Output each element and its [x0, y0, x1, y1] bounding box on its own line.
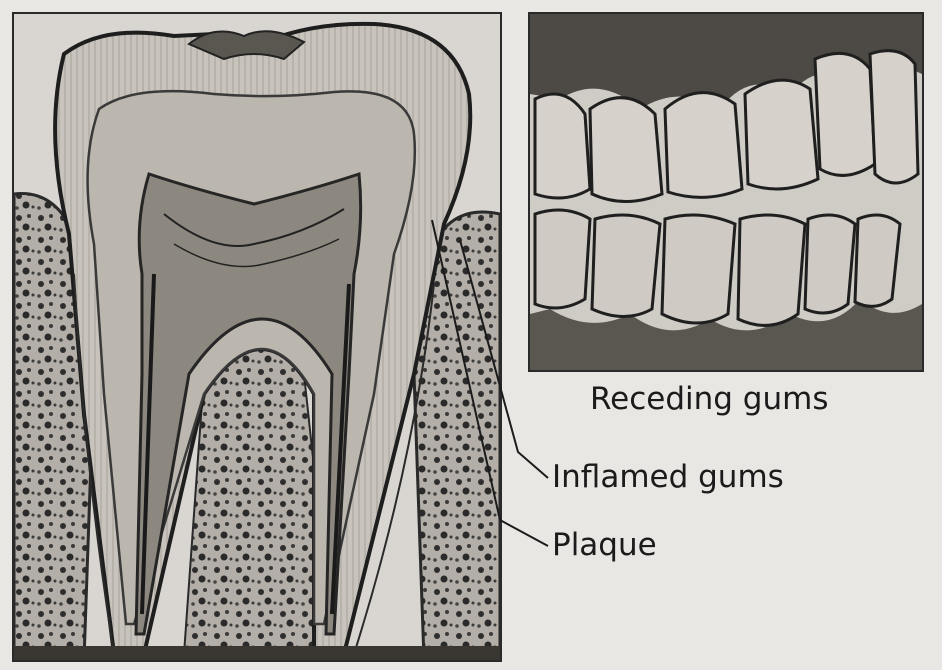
tooth-cross-section-panel	[12, 12, 502, 662]
receding-gums-panel	[528, 12, 924, 372]
receding-gums-illustration	[530, 14, 922, 370]
label-inflamed-gums: Inflamed gums	[552, 462, 784, 493]
tooth-cross-section-illustration	[14, 14, 500, 660]
lower-teeth	[535, 210, 900, 325]
label-plaque: Plaque	[552, 530, 657, 561]
label-receding-gums: Receding gums	[590, 384, 828, 415]
